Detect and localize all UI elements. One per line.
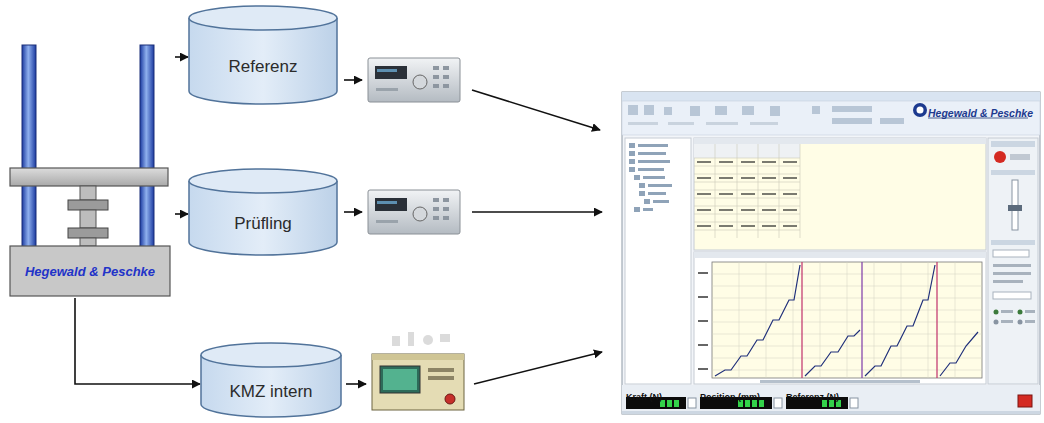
- cylinder-shape: [188, 5, 338, 105]
- readout-label: Position (mm): [700, 386, 760, 404]
- internal-amplifier: [372, 332, 464, 410]
- flow-arrow: [75, 298, 200, 384]
- flow-arrow: [175, 56, 188, 58]
- node-label: KMZ intern: [229, 382, 312, 402]
- cylinder-top: [189, 169, 337, 193]
- readout-label: Referenz (N): [786, 392, 839, 402]
- cylinder-body: [201, 355, 341, 417]
- press-machine: Hegewald & Peschke: [5, 42, 175, 298]
- readout-label: Referenz (N): [786, 386, 839, 404]
- readout-label: Kraft (N): [626, 386, 662, 404]
- node-label: Prüfling: [234, 214, 292, 234]
- software-screenshot: [622, 92, 1040, 414]
- brand-label: Hegewald & Peschke: [25, 264, 155, 279]
- readout-label: Kraft (N): [626, 392, 662, 402]
- company-logo-text: Hegewald & Peschke: [928, 103, 1033, 121]
- data-cylinder: Prüfling: [188, 168, 338, 256]
- node-label: Referenz: [229, 57, 298, 77]
- readout-label: Position (mm): [700, 392, 760, 402]
- company-logo-text: Hegewald & Peschke: [928, 107, 1033, 119]
- cylinder-body: [189, 18, 337, 104]
- measuring-amplifier: [368, 190, 460, 234]
- flow-arrow: [175, 213, 188, 215]
- cylinder-top: [201, 343, 341, 367]
- text-holder: KMZ intern: [200, 342, 342, 418]
- cylinder-body: [189, 181, 337, 255]
- text-holder: Prüfling: [188, 168, 338, 256]
- text-holder: Hegewald & Peschke: [10, 246, 170, 296]
- cylinder-top: [189, 6, 337, 30]
- flow-arrow: [344, 80, 602, 384]
- cylinder-shape: [188, 168, 338, 256]
- data-cylinder: KMZ intern: [200, 342, 342, 418]
- measuring-amplifier: [368, 58, 460, 102]
- text-holder: Referenz: [188, 5, 338, 105]
- press-illustration: [10, 45, 170, 296]
- data-cylinder: Referenz: [188, 5, 338, 105]
- cylinder-shape: [200, 342, 342, 418]
